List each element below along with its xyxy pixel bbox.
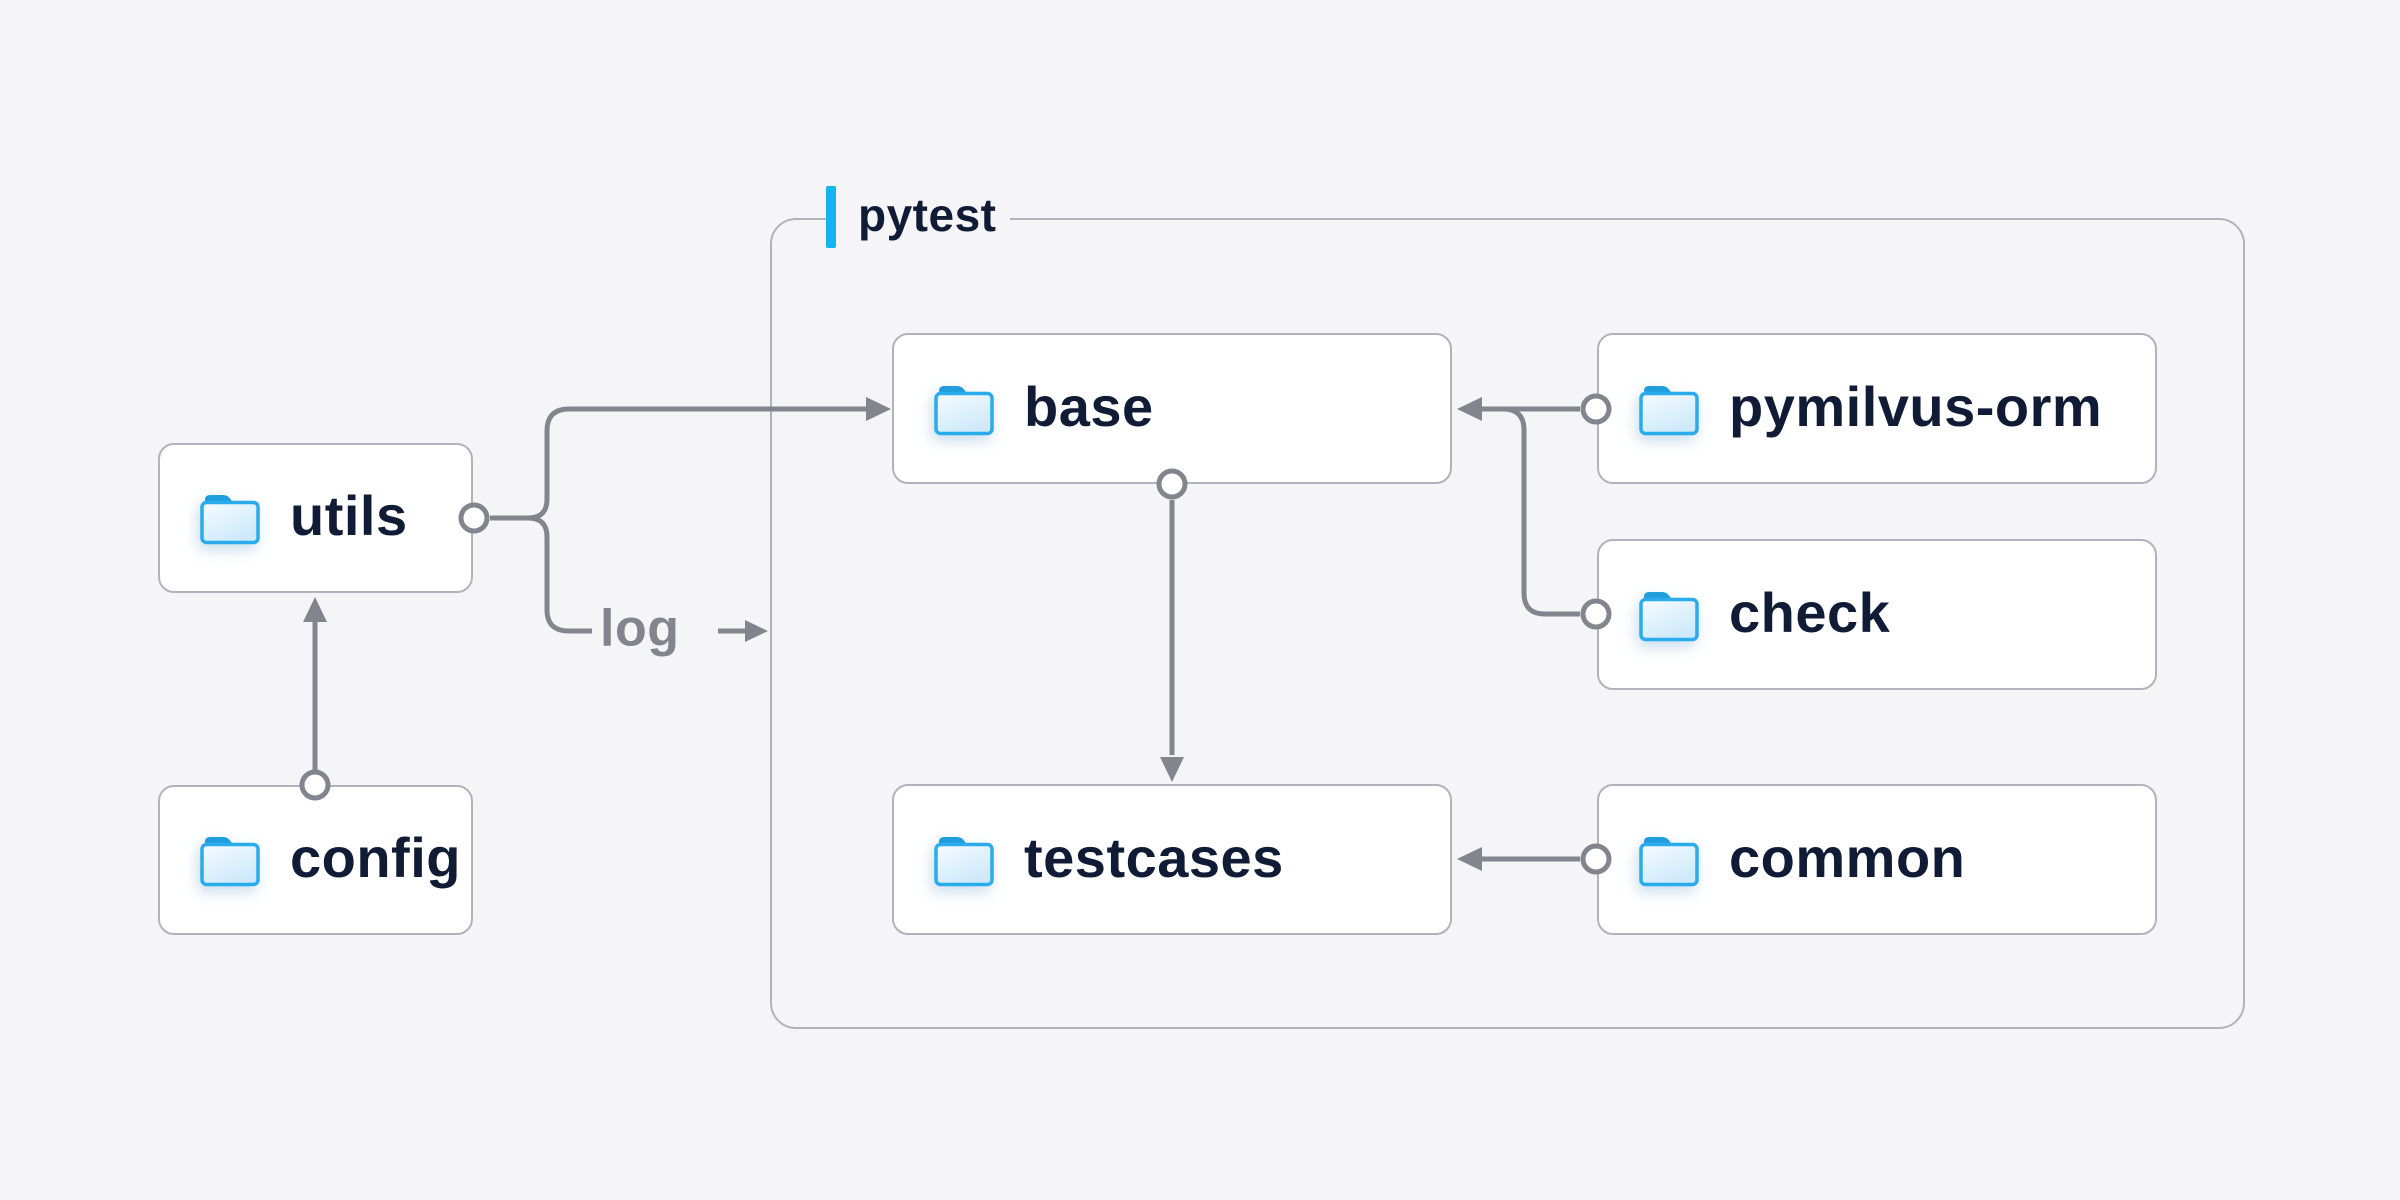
pytest-container-label: pytest (826, 186, 1011, 248)
pytest-container-title: pytest (858, 189, 997, 241)
node-testcases: testcases (892, 784, 1452, 935)
folder-icon (198, 490, 262, 546)
pytest-container (770, 218, 2245, 1029)
edge-config-utils-arrowhead (303, 597, 327, 622)
folder-icon (1637, 587, 1701, 643)
node-check: check (1597, 539, 2157, 690)
edge-label-log: log (600, 599, 680, 658)
node-utils: utils (158, 443, 473, 593)
folder-icon (198, 832, 262, 888)
folder-icon (932, 832, 996, 888)
node-label: common (1729, 825, 1966, 889)
edge-log-arrowhead (745, 620, 768, 642)
folder-icon (1637, 832, 1701, 888)
node-base: base (892, 333, 1452, 484)
folder-icon (1637, 381, 1701, 437)
node-label: config (290, 826, 461, 889)
node-label: utils (290, 484, 408, 547)
node-label: pymilvus-orm (1729, 374, 2103, 438)
node-config: config (158, 785, 473, 935)
node-label: testcases (1024, 825, 1284, 889)
node-common: common (1597, 784, 2157, 935)
node-label: base (1024, 374, 1154, 438)
folder-icon (932, 381, 996, 437)
edge-utils-log-line (527, 515, 592, 634)
accent-bar (826, 186, 836, 248)
node-label: check (1729, 580, 1891, 644)
node-pymilvus-orm: pymilvus-orm (1597, 333, 2157, 484)
